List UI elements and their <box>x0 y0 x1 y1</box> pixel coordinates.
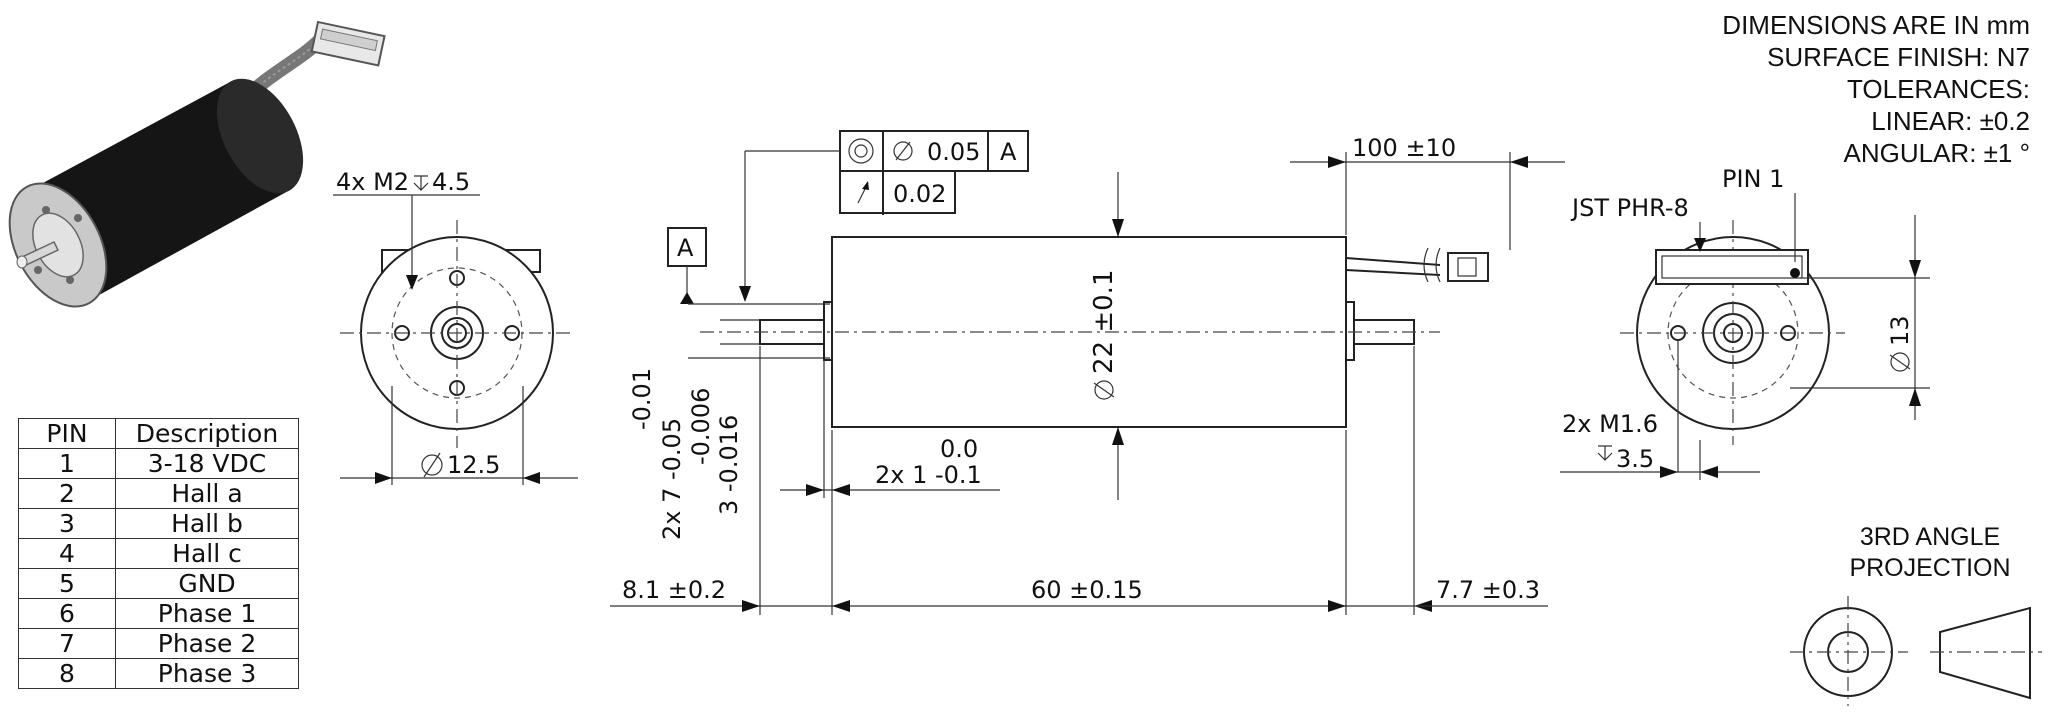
note-linear: LINEAR: ±0.2 <box>1871 106 2030 136</box>
rear-diameter: 13 <box>1886 315 1914 346</box>
pin-description: Phase 3 <box>115 658 299 689</box>
pin-number: 4 <box>18 538 116 569</box>
pin-number: 5 <box>18 568 116 599</box>
front-holes-callout: 4x M2 <box>336 168 409 196</box>
projection-line2: PROJECTION <box>1849 554 2010 582</box>
front-diameter: 12.5 <box>447 451 500 479</box>
pin-number: 2 <box>18 478 116 509</box>
gdt-runout-value: 0.02 <box>893 180 946 208</box>
pin-description: 3-18 VDC <box>115 448 299 479</box>
pin-description: GND <box>115 568 299 599</box>
rear-view: JST PHR-8 PIN 1 13 2x M1.6 3.5 <box>1560 165 1930 480</box>
pin-number: 7 <box>18 628 116 659</box>
shaft-diameter-lower: 3 -0.016 <box>715 415 743 515</box>
gdt-concentricity-value: 0.05 <box>927 138 980 166</box>
note-surface-finish: SURFACE FINISH: N7 <box>1767 42 2030 72</box>
boss-diameter-lower: 2x 7 -0.05 <box>658 418 686 540</box>
projection-line1: 3RD ANGLE <box>1860 523 2000 551</box>
projection-symbol: 3RD ANGLE PROJECTION <box>1790 523 2042 706</box>
rear-connector-label: JST PHR-8 <box>1570 194 1689 222</box>
left-shaft-length: 8.1 ±0.2 <box>622 576 726 604</box>
note-dimensions: DIMENSIONS ARE IN mm <box>1722 10 2030 40</box>
gdt-concentricity-datum: A <box>1000 138 1017 166</box>
boss-diameter-upper: -0.01 <box>628 368 656 430</box>
rear-pin1-label: PIN 1 <box>1722 165 1784 193</box>
pin-table-header-description: Description <box>115 418 299 449</box>
side-view: 0.05 A 0.02 A <box>610 130 1565 615</box>
shaft-diameter-upper: -0.006 <box>687 388 715 465</box>
rear-holes-callout: 2x M1.6 <box>1562 410 1658 438</box>
front-depth-callout: 4.5 <box>432 168 470 196</box>
cable-length: 100 ±10 <box>1352 134 1456 162</box>
boss-length-upper: 0.0 <box>940 435 978 463</box>
right-shaft-length: 7.7 ±0.3 <box>1436 576 1540 604</box>
pin-description: Hall b <box>115 508 299 539</box>
pin-description: Hall c <box>115 538 299 569</box>
front-view: 4x M2 4.5 12.5 <box>333 168 578 485</box>
note-angular: ANGULAR: ±1 ° <box>1844 138 2031 168</box>
body-length: 60 ±0.15 <box>1031 576 1143 604</box>
pin-table-header-row: PIN Description <box>18 418 299 449</box>
drawing-notes: DIMENSIONS ARE IN mm SURFACE FINISH: N7 … <box>1722 10 2030 168</box>
pin-number: 6 <box>18 598 116 629</box>
pin-number: 8 <box>18 658 116 689</box>
pin-description: Phase 1 <box>115 598 299 629</box>
pin-number: 1 <box>18 448 116 479</box>
pin-number: 3 <box>18 508 116 539</box>
rear-depth-callout: 3.5 <box>1616 445 1654 473</box>
datum-label: A <box>677 234 694 262</box>
motor-isometric-illustration <box>8 20 386 308</box>
note-tolerances: TOLERANCES: <box>1847 74 2030 104</box>
pin-description: Hall a <box>115 478 299 509</box>
body-diameter-dimension: 22 ±0.1 <box>1089 270 1119 374</box>
boss-length-lower: 2x 1 -0.1 <box>875 461 982 489</box>
pin-table-header-pin: PIN <box>18 418 116 449</box>
pin-description: Phase 2 <box>115 628 299 659</box>
